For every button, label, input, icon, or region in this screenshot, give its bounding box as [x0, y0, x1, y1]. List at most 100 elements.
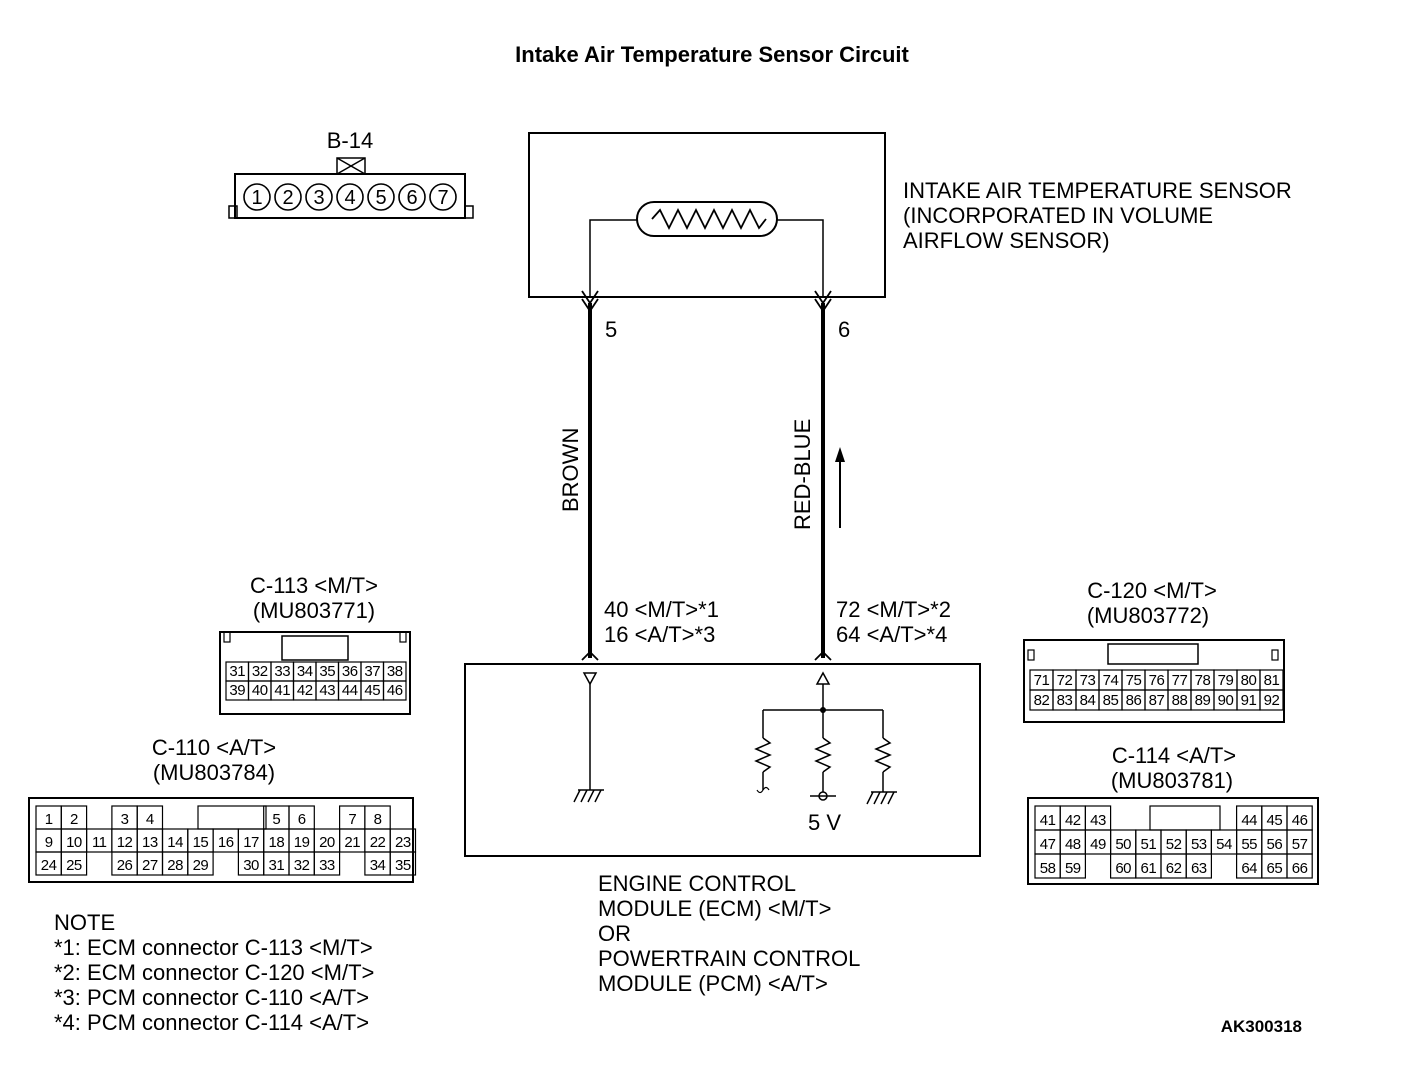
c110-pin-number: 4 [146, 811, 154, 828]
c110-cavity [313, 851, 341, 876]
c110-pin-number: 17 [243, 834, 259, 851]
c110-pin-number: 19 [294, 834, 310, 851]
c114-blank-cavity [1149, 805, 1221, 831]
c114-pin-number: 47 [1040, 836, 1056, 853]
c110-pin-number: 33 [319, 857, 335, 874]
c120-pin-number: 71 [1034, 672, 1050, 689]
ecm-label-line2: MODULE (ECM) <M/T> [598, 896, 831, 921]
c110-label: C-110 <A/T> [152, 735, 276, 760]
c120-label: C-120 <M/T> [1087, 578, 1217, 603]
b14-pin-number: 2 [282, 187, 293, 209]
c120-pin-number: 75 [1126, 672, 1142, 689]
c120-pin-number: 82 [1034, 692, 1050, 709]
c110-pin-number: 27 [142, 857, 158, 874]
c110-pin-number: 12 [117, 834, 133, 851]
c110-pin-number: 11 [92, 834, 107, 851]
c110-pin-number: 24 [41, 857, 57, 874]
ecm-voltage-label: 5 V [808, 810, 841, 835]
b14-pin [429, 183, 457, 211]
c120-pin-number: 78 [1195, 672, 1211, 689]
c114-part-number: (MU803781) [1111, 768, 1233, 793]
sensor-block [528, 132, 886, 313]
c110-pin-number: 35 [395, 857, 411, 874]
c114-pin-number: 57 [1292, 836, 1308, 853]
c113-pin-number: 45 [364, 682, 380, 699]
c113-pin-number: 33 [274, 663, 290, 680]
c113-pin-number: 44 [342, 682, 358, 699]
c113-pin-number: 36 [342, 663, 358, 680]
c120-pin-number: 90 [1218, 692, 1234, 709]
c120-pin-number: 74 [1103, 672, 1119, 689]
c120-pin-number: 72 [1057, 672, 1073, 689]
c110-pin-number: 7 [348, 811, 356, 828]
c110-pin-number: 16 [218, 834, 234, 851]
c114-pin-number: 52 [1166, 836, 1182, 853]
c110-pin-number: 30 [243, 857, 259, 874]
sensor-label-line1: INTAKE AIR TEMPERATURE SENSOR [903, 178, 1292, 203]
b14-label: B-14 [327, 128, 373, 153]
c110-cavity [187, 851, 214, 876]
c114-cavity [1286, 853, 1313, 879]
c113-pin-number: 31 [229, 663, 245, 680]
c113-pin-number: 37 [364, 663, 380, 680]
sensor-label-line3: AIRFLOW SENSOR) [903, 228, 1110, 253]
c110-pin-number: 13 [142, 834, 158, 851]
c114-pin-number: 42 [1065, 812, 1081, 829]
c120-pin-number: 83 [1057, 692, 1073, 709]
right-pin-mt: 72 <M/T>*2 [836, 597, 951, 622]
c114-pin-number: 62 [1166, 860, 1182, 877]
c120-pin-number: 80 [1241, 672, 1257, 689]
c114-pin-number: 64 [1241, 860, 1257, 877]
c120-cavity [1259, 689, 1284, 711]
c114-pin-number: 46 [1292, 812, 1308, 829]
c110-blank-cavity [197, 805, 267, 830]
c110-pin-number: 23 [395, 834, 411, 851]
c110-pin-number: 6 [298, 811, 306, 828]
c120-pin-number: 85 [1103, 692, 1119, 709]
c113-pin-number: 40 [252, 682, 268, 699]
c114-pin-number: 44 [1241, 812, 1257, 829]
b14-pin [398, 183, 426, 211]
c110-part-number: (MU803784) [153, 760, 275, 785]
c113-label: C-113 <M/T> [250, 573, 378, 598]
right-pin-at: 64 <A/T>*4 [836, 622, 947, 647]
c110-pin-number: 14 [167, 834, 183, 851]
c113-pin-number: 43 [319, 682, 335, 699]
c110-cavity [60, 851, 88, 876]
c110-pin-number: 20 [319, 834, 335, 851]
page-title: Intake Air Temperature Sensor Circuit [515, 42, 909, 67]
c120-pin-number: 81 [1264, 672, 1280, 689]
c110-pin-number: 3 [121, 811, 129, 828]
c114-pin-number: 41 [1040, 812, 1056, 829]
sensor-label-line2: (INCORPORATED IN VOLUME [903, 203, 1213, 228]
c110-pin-number: 26 [117, 857, 133, 874]
c120-pin-number: 87 [1149, 692, 1165, 709]
c120-part-number: (MU803772) [1087, 603, 1209, 628]
ecm-label-line3: OR [598, 921, 631, 946]
left-pin-at: 16 <A/T>*3 [604, 622, 715, 647]
c110-pin-number: 32 [294, 857, 310, 874]
b14-pin-number: 4 [344, 187, 355, 209]
c113-pin-number: 35 [319, 663, 335, 680]
c113-pin-number: 42 [297, 682, 313, 699]
c113-pin-number: 34 [297, 663, 313, 680]
c113-cavity [382, 680, 407, 701]
c110-pin-number: 18 [269, 834, 285, 851]
sensor-pin-5: 5 [605, 317, 617, 342]
c114-label: C-114 <A/T> [1112, 743, 1236, 768]
c114-pin-number: 56 [1267, 836, 1283, 853]
note-item-2: *2: ECM connector C-120 <M/T> [54, 960, 374, 985]
note-item-1: *1: ECM connector C-113 <M/T> [54, 935, 373, 960]
c110-pin-number: 34 [370, 857, 386, 874]
note-item-4: *4: PCM connector C-114 <A/T> [54, 1010, 369, 1035]
c110-pin-number: 31 [269, 857, 285, 874]
c110-pin-number: 28 [167, 857, 183, 874]
b14-pin-number: 3 [313, 187, 324, 209]
c114-pin-number: 59 [1065, 860, 1081, 877]
c114-pin-number: 60 [1115, 860, 1131, 877]
